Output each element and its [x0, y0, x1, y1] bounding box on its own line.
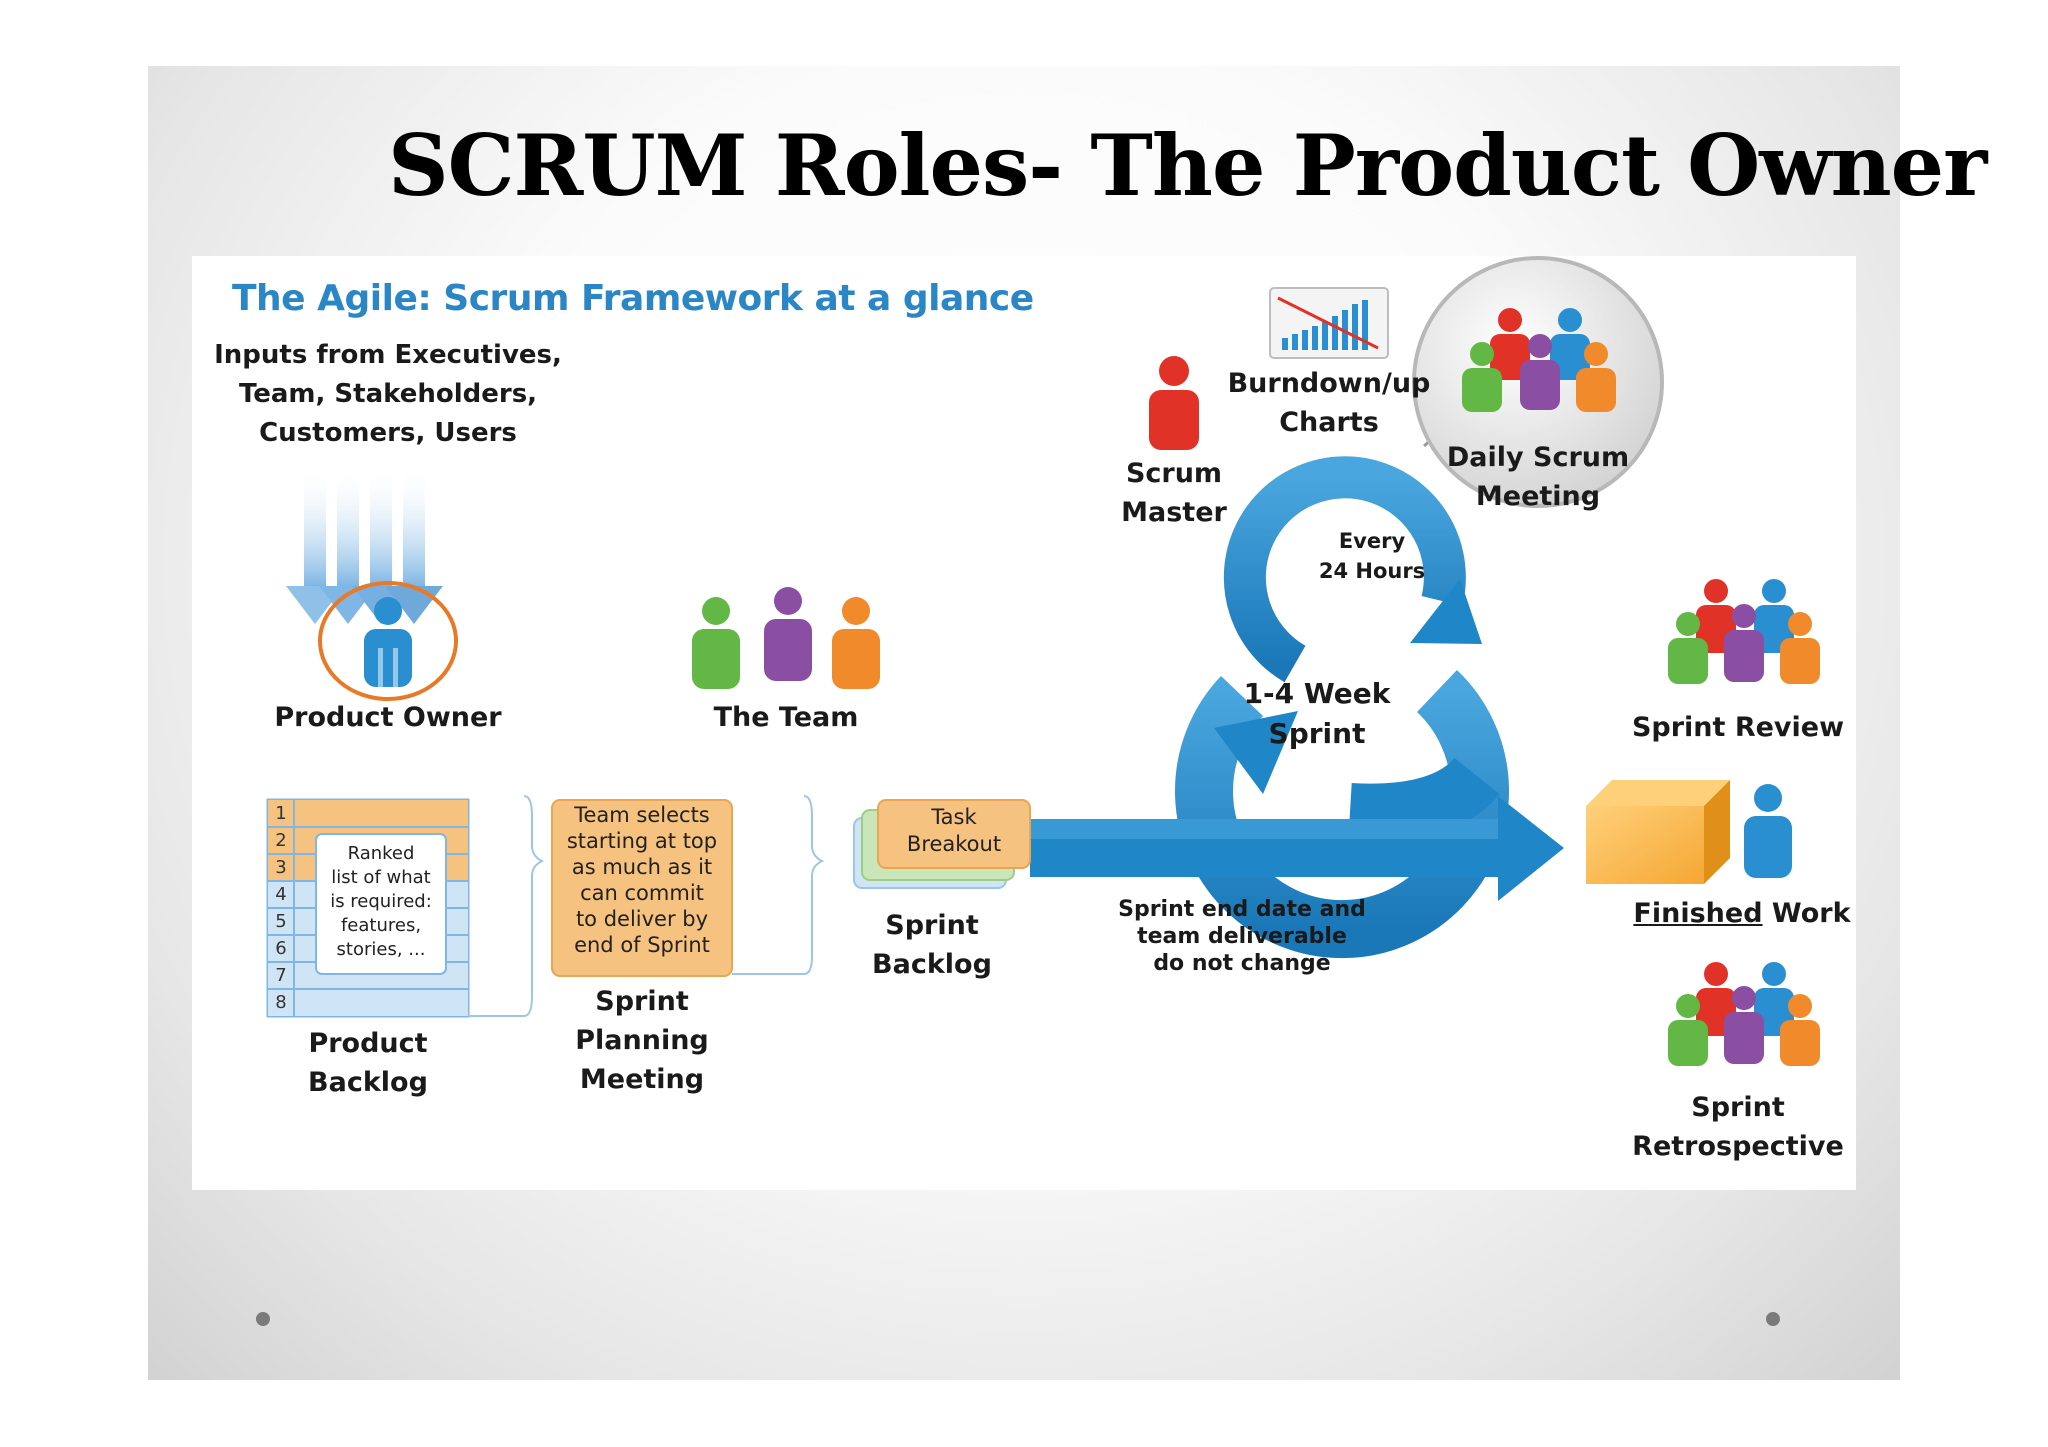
team-selects-text: Team selects starting at top as much as …	[566, 803, 718, 957]
bullet-dot-right	[1766, 1312, 1780, 1326]
input-arrows	[286, 466, 443, 624]
sprint-review-people-icon	[1668, 579, 1820, 684]
sprint-cycle-arrow	[1030, 670, 1564, 959]
inputs-label: Inputs from Executives, Team, Stakeholde…	[214, 340, 562, 448]
backlog-number: 3	[275, 857, 287, 878]
daily-scrum-people-icon	[1462, 308, 1616, 412]
ranked-list-text: Ranked list of what is required: feature…	[330, 843, 432, 960]
product-backlog-list	[266, 795, 545, 1018]
sprint-planning-box	[551, 795, 825, 977]
scrum-master-label: Scrum Master	[1121, 458, 1227, 528]
product-backlog-label: Product Backlog	[308, 1028, 428, 1098]
framework-title: The Agile: Scrum Framework at a glance	[232, 278, 1034, 319]
backlog-number: 1	[275, 803, 287, 824]
daily-scrum-label: Daily Scrum Meeting	[1446, 442, 1630, 512]
product-owner-ring	[318, 581, 458, 701]
sprint-retrospective-label: Sprint Retrospective	[1632, 1092, 1844, 1162]
team-people-icon	[692, 587, 880, 689]
sprint-backlog-stack	[853, 799, 1031, 889]
scrum-diagram-panel: The Agile: Scrum Framework at a glance	[192, 256, 1856, 1190]
sprint-planning-label: Sprint Planning Meeting	[575, 986, 709, 1095]
diagram-graphics	[266, 256, 1820, 1066]
product-owner-label: Product Owner	[274, 702, 502, 733]
daily-loop-arrow	[1223, 456, 1482, 683]
burndown-charts-label: Burndown/up Charts	[1227, 368, 1431, 438]
work-word: Work	[1762, 898, 1851, 929]
scrum-master-person-icon	[1149, 356, 1199, 450]
sprint-backlog-label: Sprint Backlog	[872, 910, 992, 980]
backlog-number: 7	[275, 965, 287, 986]
the-team-label: The Team	[713, 702, 859, 733]
burndown-chart-icon	[1269, 287, 1389, 359]
backlog-row-numbers: 1 2 3 4 5 6 7 8	[268, 800, 294, 1016]
every-24-hours-label: Every 24 Hours	[1318, 529, 1426, 583]
backlog-number: 4	[275, 884, 287, 905]
sprint-cycle-label: 1-4 Week Sprint	[1243, 677, 1391, 750]
bullet-dot-left	[256, 1312, 270, 1326]
slide-title: SCRUM Roles- The Product Owner	[388, 116, 1987, 215]
product-owner-person-icon	[364, 597, 412, 687]
finished-work-box-icon	[1586, 780, 1792, 884]
backlog-number: 2	[275, 830, 287, 851]
finished-work-label: Finished Work	[1602, 898, 1882, 929]
sprint-retrospective-people-icon	[1668, 962, 1820, 1066]
task-breakout-text: Task Breakout	[906, 805, 1002, 856]
sprint-end-note: Sprint end date and team deliverable do …	[1118, 897, 1366, 976]
backlog-number: 8	[275, 992, 287, 1013]
backlog-number: 5	[275, 911, 287, 932]
finished-word: Finished	[1633, 898, 1763, 929]
sprint-review-label: Sprint Review	[1631, 712, 1845, 743]
backlog-number: 6	[275, 938, 287, 959]
